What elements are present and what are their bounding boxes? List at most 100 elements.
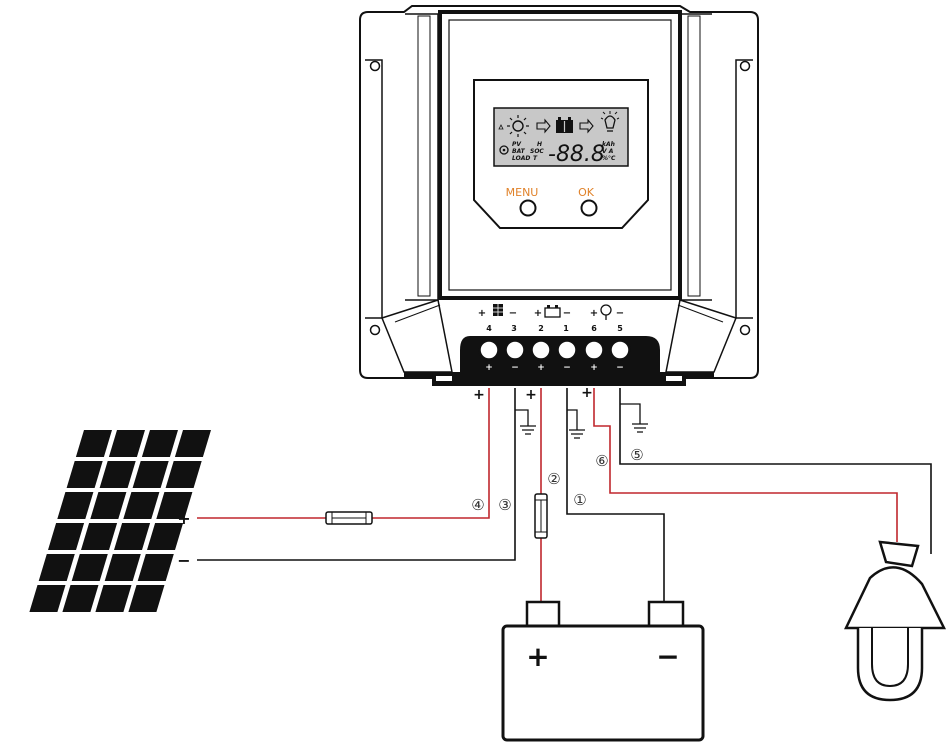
wire-battery-negative (566, 388, 665, 604)
wire-panel-negative (197, 388, 516, 561)
lcd-unit-pct-c: %°C (602, 155, 616, 162)
terminal-number: 1 (563, 324, 569, 333)
battery: + − (501, 600, 705, 742)
lcd-settings-icon (499, 145, 509, 155)
wire-plus-sign: + (473, 387, 485, 403)
wire-plus-sign: + (581, 385, 593, 401)
solar-cell (132, 461, 169, 488)
terminal-screw (530, 339, 552, 361)
solar-panel (29, 430, 211, 612)
mount-hole (369, 60, 381, 72)
wire-load-negative (619, 388, 932, 554)
wire-number-3: ③ (498, 496, 511, 514)
lcd-label-soc: SOC (530, 148, 544, 155)
panel-minus-sign: − (509, 308, 517, 319)
battery-positive-post (525, 600, 561, 628)
terminal-polarity: − (563, 363, 571, 373)
battery-icon-small (544, 305, 561, 318)
charge-controller: PV BAT LOAD H SOC T kAh V A %°C -88.8 ME… (359, 5, 759, 386)
ground-icon (515, 409, 536, 435)
solar-cell (174, 430, 211, 457)
fuse-horizontal (325, 511, 373, 525)
terminal-screw (504, 339, 526, 361)
terminal-screw (609, 339, 631, 361)
wire-number-6: ⑥ (595, 452, 608, 470)
bulb-icon-small (600, 304, 612, 320)
solar-cell (147, 523, 184, 550)
lcd-label-pv: PV (512, 141, 522, 148)
mount-hole (369, 324, 381, 336)
terminal-screw (583, 339, 605, 361)
wire-number-4: ④ (471, 496, 484, 514)
lcd-arrow-icon (536, 118, 551, 134)
terminal-polarity: − (511, 363, 519, 373)
solar-cell (81, 523, 118, 550)
menu-button-label: MENU (506, 186, 539, 199)
solar-cell (29, 585, 66, 612)
solar-minus-sign: − (177, 551, 190, 570)
lcd-digits: -88.8 (548, 142, 605, 167)
solar-cell (137, 554, 174, 581)
lcd-unit-kah: kAh (602, 141, 615, 148)
lcd-label-t: T (533, 155, 538, 162)
load-minus-sign: − (616, 308, 624, 319)
solar-cell (123, 492, 160, 519)
wire-number-1: ① (573, 491, 586, 509)
solar-cell (57, 492, 94, 519)
terminal-screw (556, 339, 578, 361)
battery-plus-label: + (526, 640, 549, 673)
mount-hole (739, 60, 751, 72)
wire-load-positive (593, 388, 898, 542)
lcd-label-bat: BAT (512, 148, 526, 155)
solar-cell (108, 430, 145, 457)
mount-hole (739, 324, 751, 336)
wires (197, 388, 932, 604)
terminal-header: + − + − + − (478, 304, 624, 320)
lcd-unit-va: V A (602, 148, 614, 155)
solar-cell (95, 585, 132, 612)
solar-cell (66, 461, 103, 488)
battery-plus-sign: + (534, 308, 542, 319)
terminal-number: 5 (617, 324, 623, 333)
lcd-battery-icon (556, 117, 573, 133)
wire-number-2: ② (547, 470, 560, 488)
terminal-polarity: + (485, 363, 493, 373)
battery-minus-label: − (656, 640, 679, 673)
terminal-number: 2 (538, 324, 544, 333)
lcd-arrow-icon (579, 118, 594, 134)
solar-cell (62, 585, 99, 612)
solar-cell (128, 585, 165, 612)
terminal-polarity: − (616, 363, 624, 373)
terminal-screw (478, 339, 500, 361)
terminal-polarity: + (537, 363, 545, 373)
solar-cell (38, 554, 75, 581)
lcd-sun-icon (498, 115, 529, 137)
panel-icon (493, 304, 503, 316)
panel-plus-sign: + (478, 308, 486, 319)
ok-button-label: OK (578, 186, 595, 199)
ground-symbols (515, 403, 648, 439)
solar-cell (114, 523, 151, 550)
solar-cell (141, 430, 178, 457)
ok-button[interactable] (580, 199, 598, 217)
terminal-number: 4 (486, 324, 492, 333)
terminal-polarity: + (590, 363, 598, 373)
solar-plus-sign: + (177, 509, 190, 528)
battery-minus-sign: − (563, 308, 571, 319)
solar-cell (75, 430, 112, 457)
fuse-vertical (534, 493, 548, 539)
solar-cell (48, 523, 85, 550)
battery-negative-post (647, 600, 685, 628)
solar-cell (156, 492, 193, 519)
menu-button[interactable] (519, 199, 537, 217)
wire-number-5: ⑤ (630, 446, 643, 464)
lcd-label-h: H (537, 141, 542, 148)
ground-icon (620, 403, 648, 433)
wire-plus-sign: + (525, 387, 537, 403)
terminal-number: 6 (591, 324, 597, 333)
solar-cell (104, 554, 141, 581)
lcd-label-load: LOAD (512, 155, 530, 162)
solar-cell (165, 461, 202, 488)
